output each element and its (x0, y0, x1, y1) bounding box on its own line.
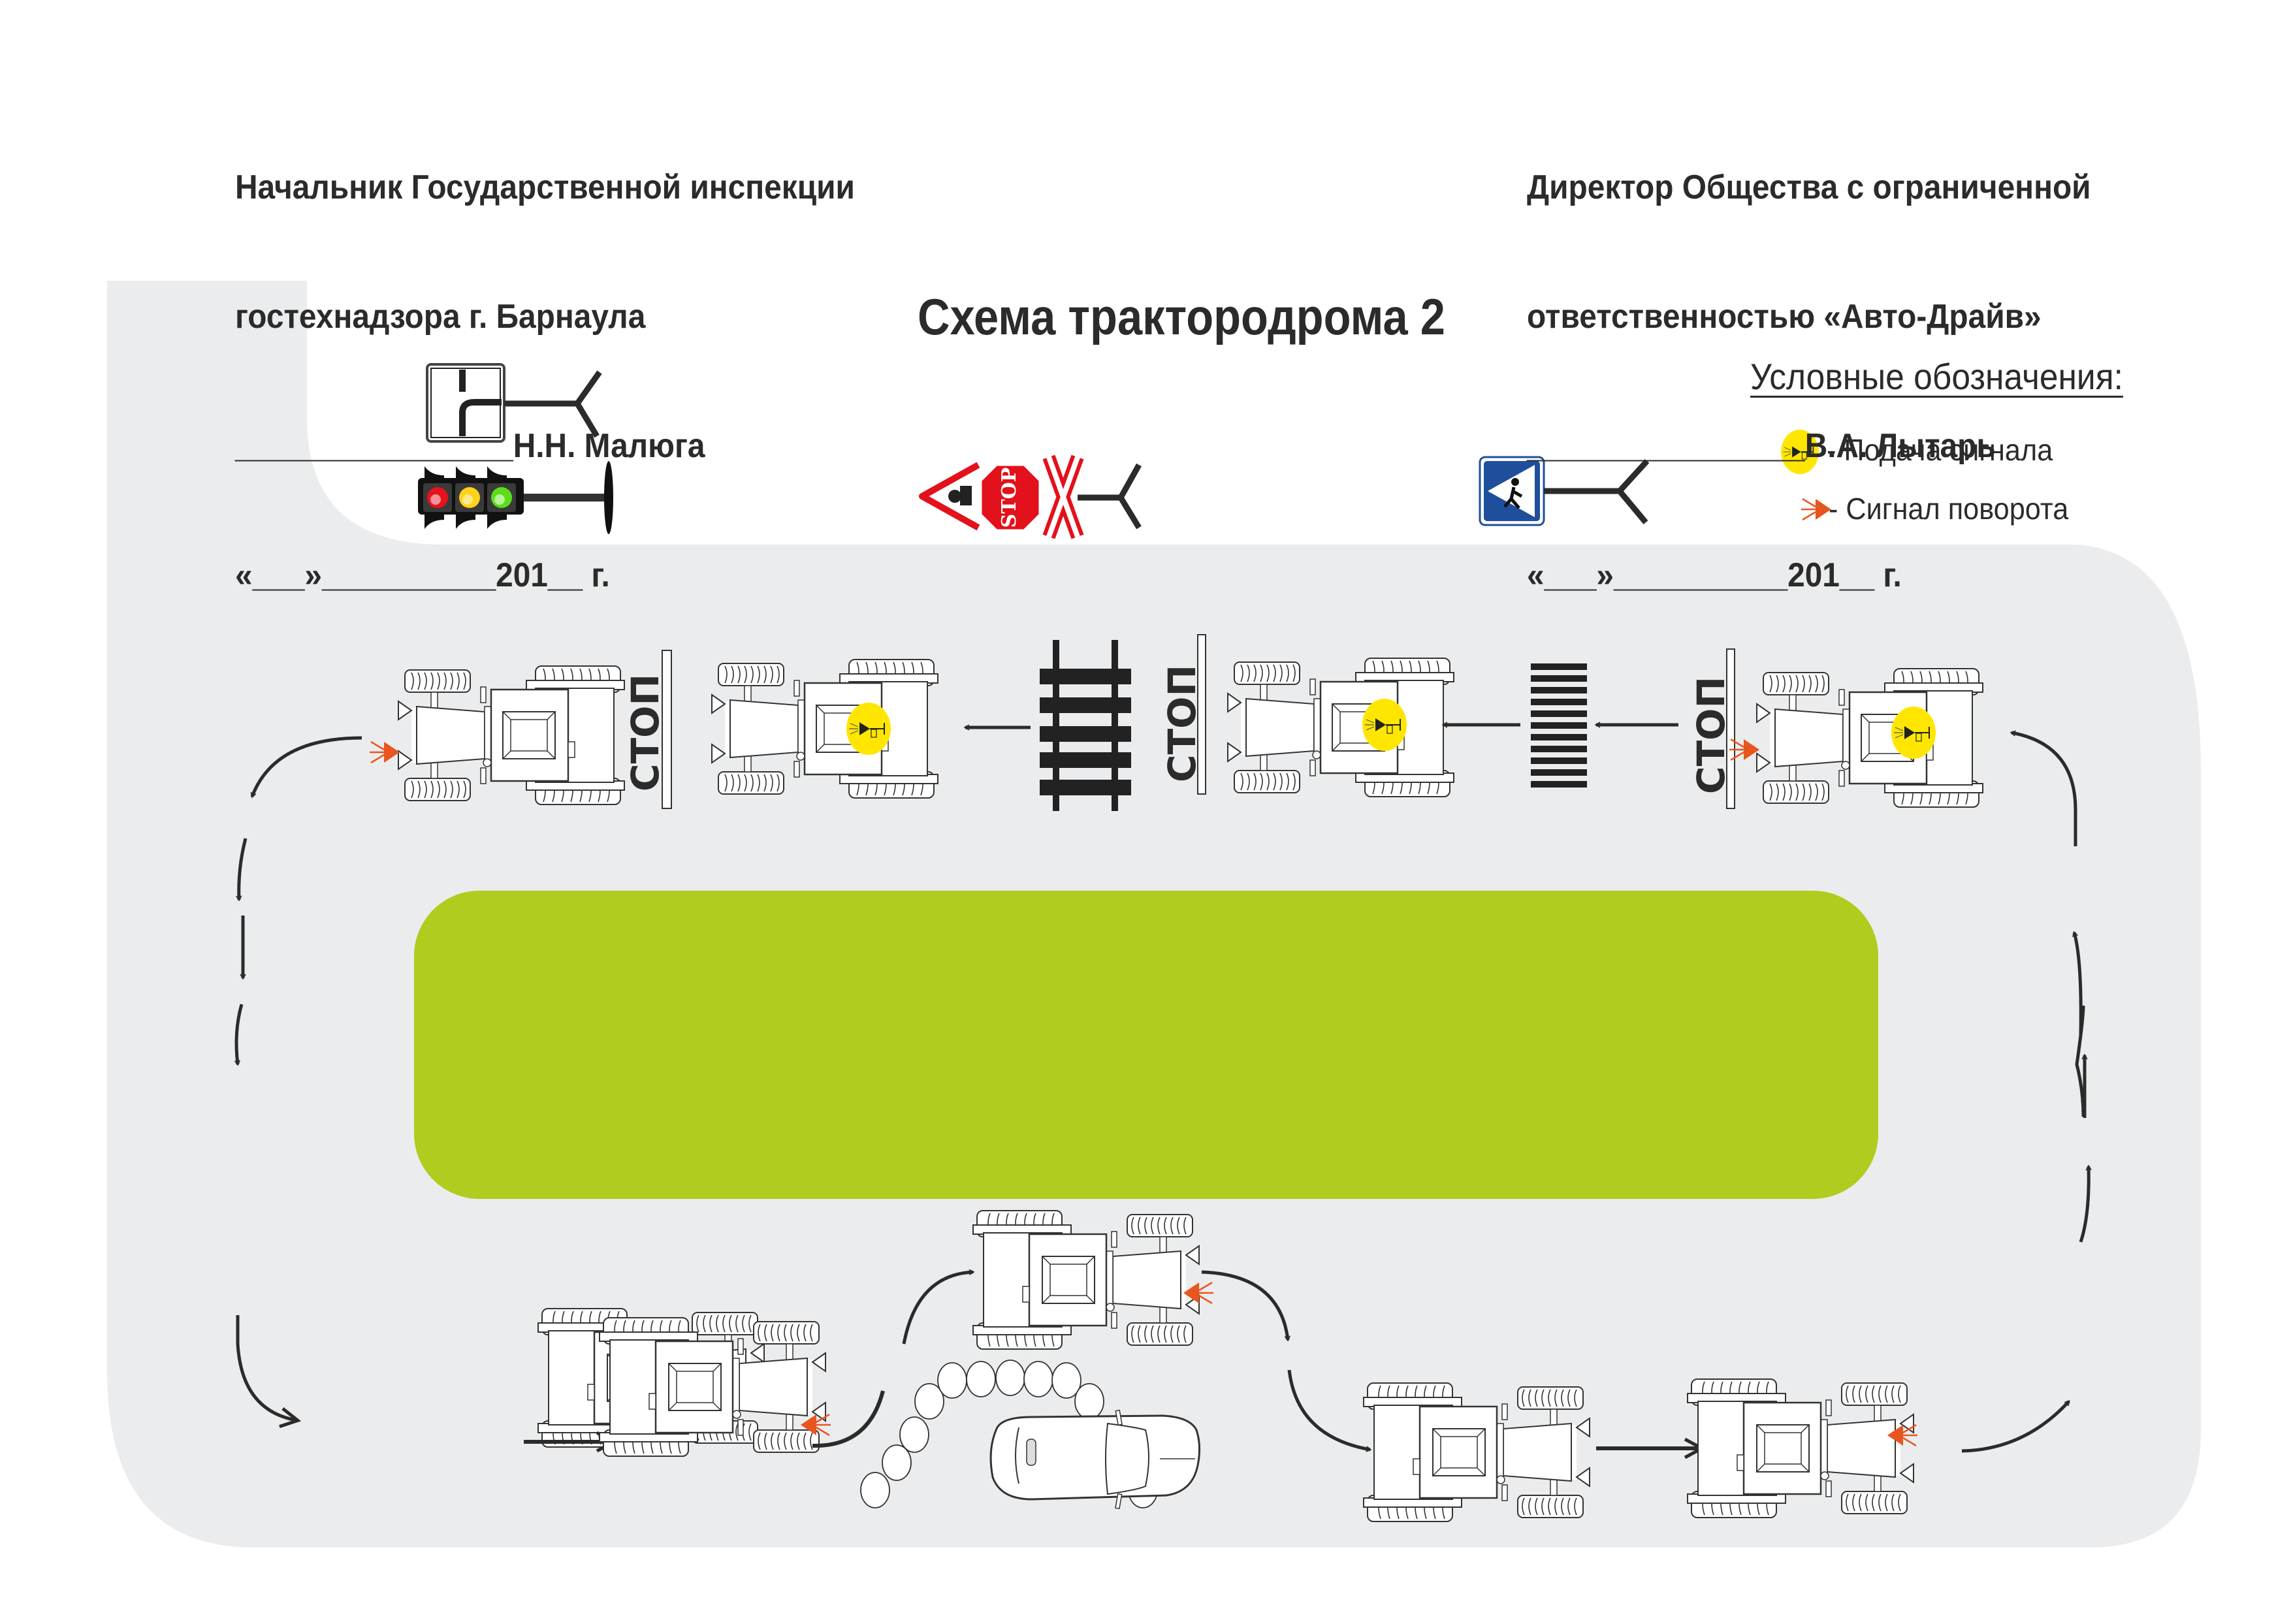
approval-right-line-2: ответственностью «Авто-Драйв» (1527, 298, 2042, 336)
railway-crossing-cross-sign-icon (1042, 454, 1142, 539)
svg-text:СТОП: СТОП (1160, 665, 1204, 782)
car-obstacle (989, 1409, 1201, 1510)
legend-turn-label: - Сигнал поворота (1829, 492, 2069, 526)
direction-arrow (2075, 1005, 2085, 1117)
direction-arrow (2072, 931, 2083, 1035)
direction-arrow (250, 736, 362, 799)
stop-line-2: СТОП (1160, 634, 1206, 795)
direction-arrow (234, 1004, 244, 1066)
svg-text:СТОП: СТОП (1689, 677, 1733, 794)
direction-arrow (2079, 1164, 2092, 1243)
direction-arrow (1287, 1369, 1372, 1452)
direction-arrow (236, 1315, 302, 1428)
pedestrian-crossing (1531, 663, 1587, 788)
approval-left-line-2: гостехнадзора г. Барнаула (235, 298, 646, 336)
direction-arrow (902, 1269, 975, 1345)
approval-left-signature: ________________Н.Н. Малюга (235, 427, 705, 465)
stop-line-1: СТОП (623, 650, 672, 809)
svg-text:СТОП: СТОП (623, 674, 667, 791)
traffic-light-icon (418, 461, 613, 534)
approval-right-signature: ________________В.А. Лытарь (1527, 427, 1996, 465)
direction-arrow (2010, 730, 2077, 846)
direction-arrow (1961, 1400, 2070, 1453)
stop-sign-icon: STOP (980, 464, 1041, 532)
direction-arrow (236, 838, 248, 902)
approval-left-date: «___»__________201__ г. (235, 556, 610, 594)
approval-block-right: Директор Общества с ограниченной ответст… (1527, 80, 2091, 640)
stop-line-3: СТОП (1689, 648, 1735, 809)
legend-horn-label: - Подача сигнала (1827, 433, 2053, 467)
approval-block-left: Начальник Государственной инспекции гост… (235, 80, 855, 640)
approval-right-date: «___»__________201__ г. (1527, 556, 1902, 594)
railway-crossing-warning-sign-icon (919, 462, 980, 531)
approval-left-line-1: Начальник Государственной инспекции (235, 168, 855, 206)
stop-sign-text: STOP (998, 468, 1021, 528)
approval-right-line-1: Директор Общества с ограниченной (1527, 168, 2091, 206)
pedestrian-crossing-sign-icon (1479, 456, 1650, 526)
legend-title: Условные обозначения: (1750, 356, 2123, 397)
direction-arrow (812, 1390, 885, 1448)
direction-arrow (1201, 1270, 1290, 1342)
page-title: Схема трактородрома 2 (918, 288, 1445, 345)
lane-direction-sign-icon (426, 363, 602, 443)
infield (414, 891, 1878, 1199)
railway-crossing (1040, 640, 1131, 811)
